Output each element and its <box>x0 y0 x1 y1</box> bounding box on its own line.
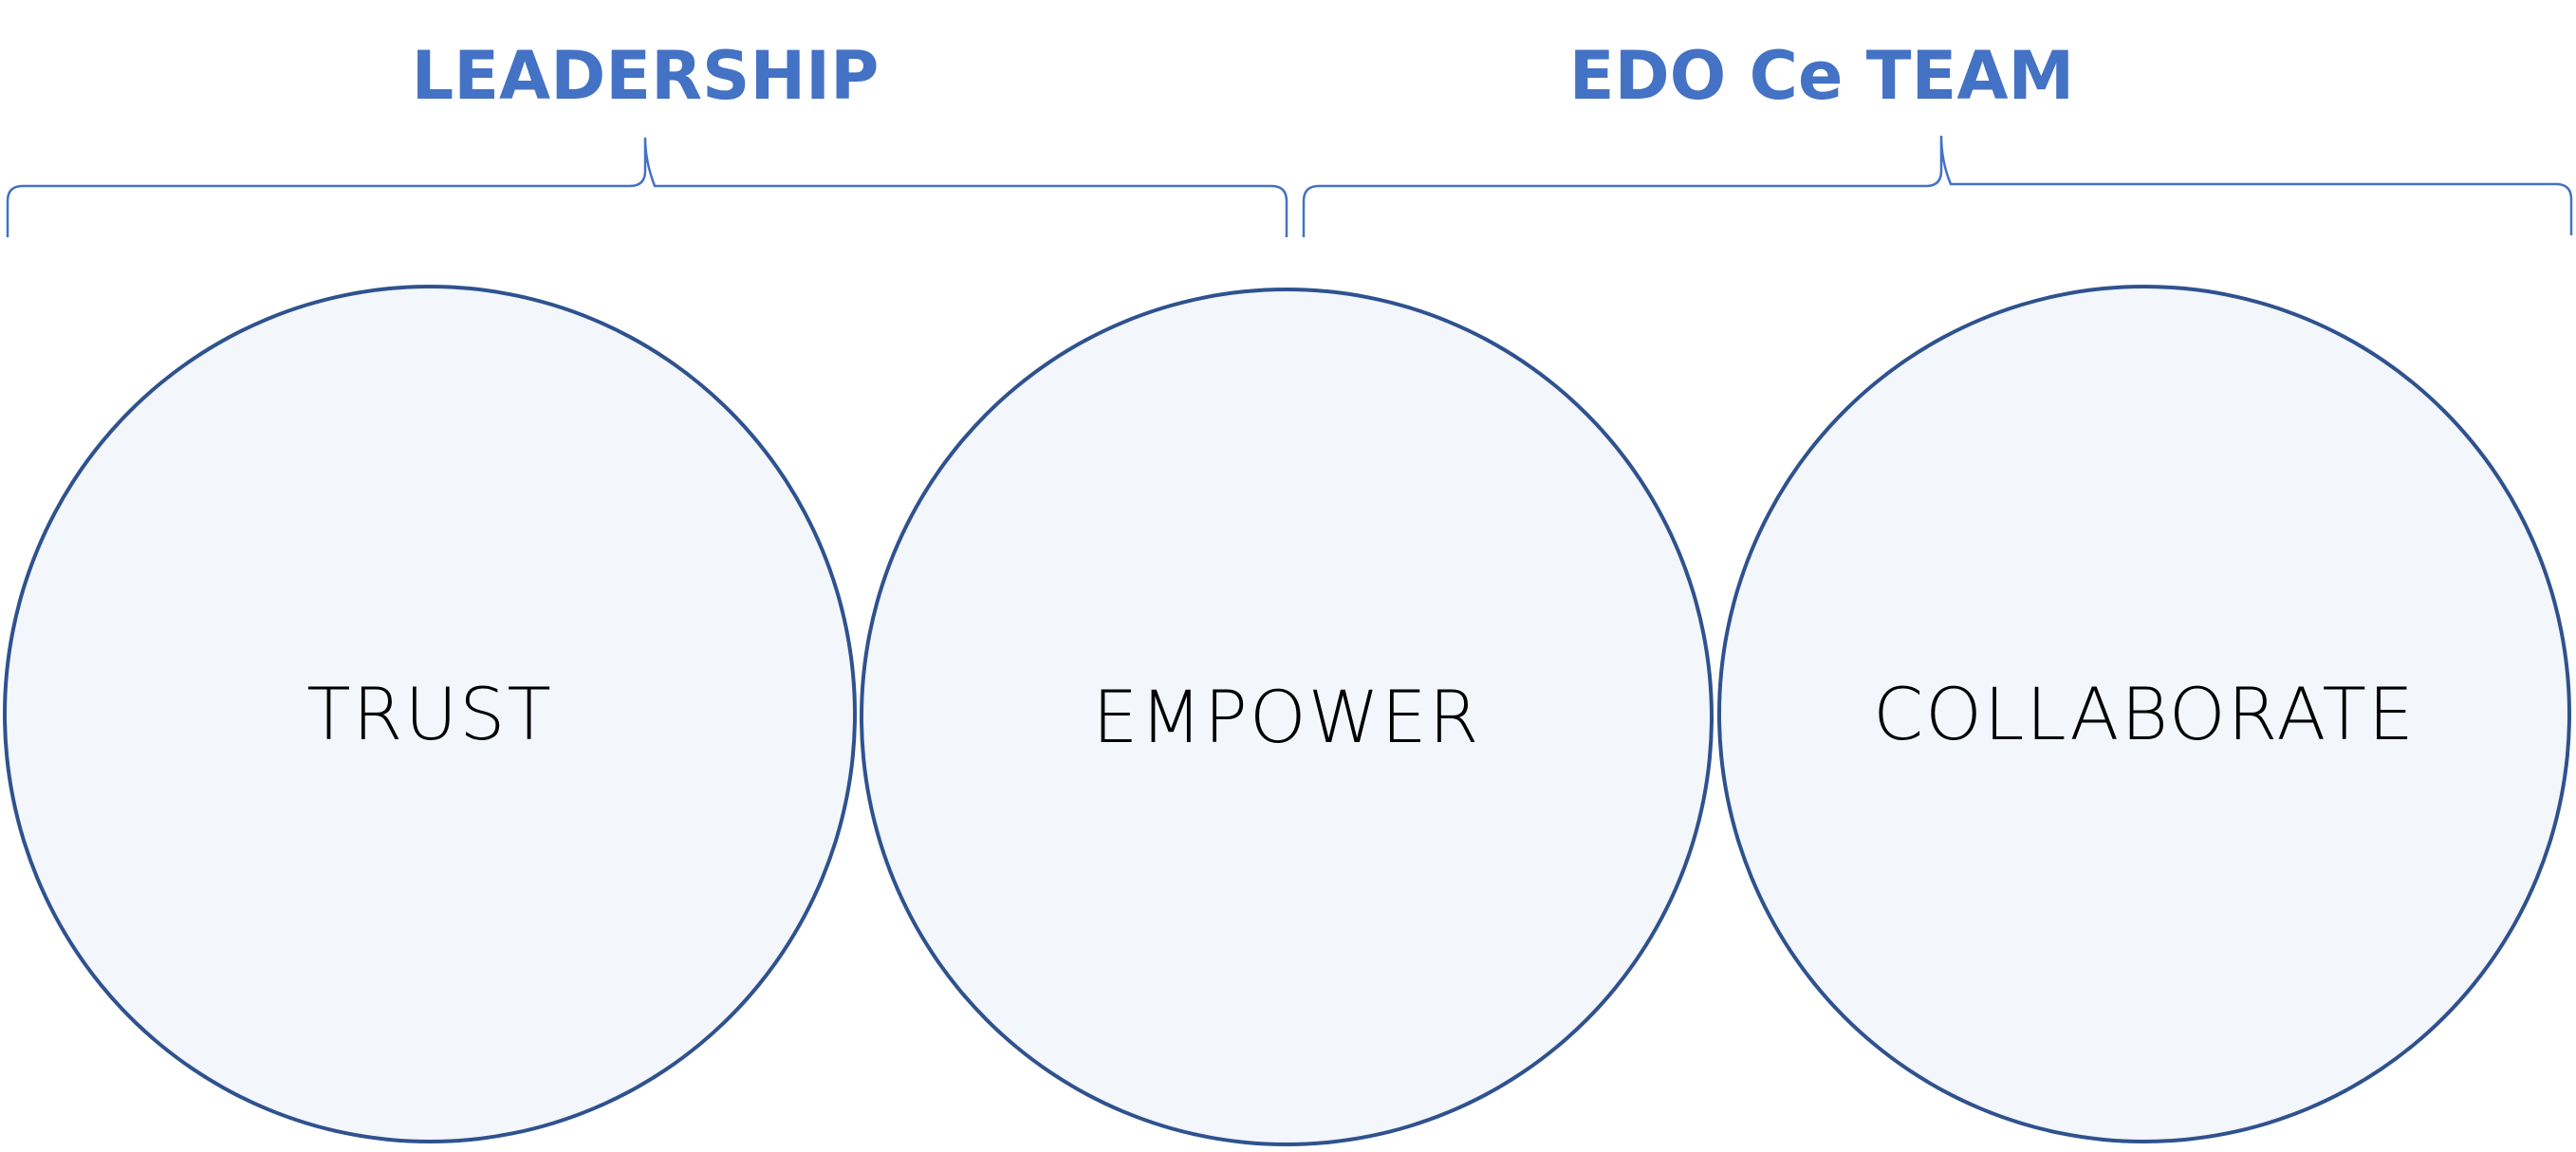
collaborate-label: COLLABORATE <box>1873 672 2416 756</box>
trust-label: TRUST <box>306 672 553 756</box>
trust-circle: TRUST <box>3 285 857 1143</box>
empower-circle: EMPOWER <box>860 288 1714 1146</box>
collaborate-circle: COLLABORATE <box>1717 285 2571 1143</box>
leadership-group-label: LEADERSHIP <box>411 37 880 115</box>
empower-label: EMPOWER <box>1092 675 1481 759</box>
team-group-label: EDO Ce TEAM <box>1568 37 2075 115</box>
leadership-brace <box>6 137 1288 237</box>
team-brace <box>1302 135 2573 237</box>
brackets <box>6 135 2573 237</box>
